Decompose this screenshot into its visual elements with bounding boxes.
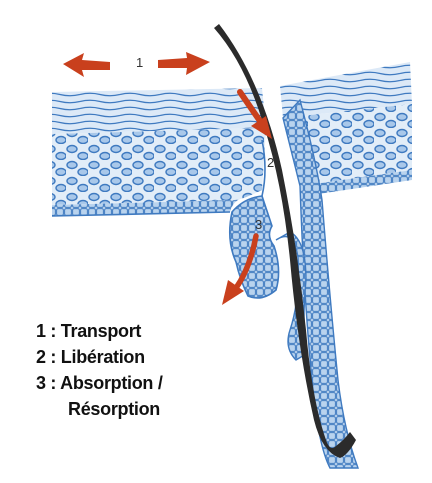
stratum-corneum-left (52, 88, 266, 134)
marker-2: 2 (267, 156, 274, 169)
legend-item-absorption: 3 : Absorption / (36, 370, 163, 396)
legend-item-transport: 1 : Transport (36, 318, 163, 344)
marker-3: 3 (255, 218, 262, 231)
legend-item-liberation: 2 : Libération (36, 344, 163, 370)
epidermis-left (52, 128, 266, 205)
legend: 1 : Transport 2 : Libération 3 : Absorpt… (36, 318, 163, 422)
legend-item-resorption: Résorption (36, 396, 163, 422)
marker-1: 1 (136, 56, 143, 69)
